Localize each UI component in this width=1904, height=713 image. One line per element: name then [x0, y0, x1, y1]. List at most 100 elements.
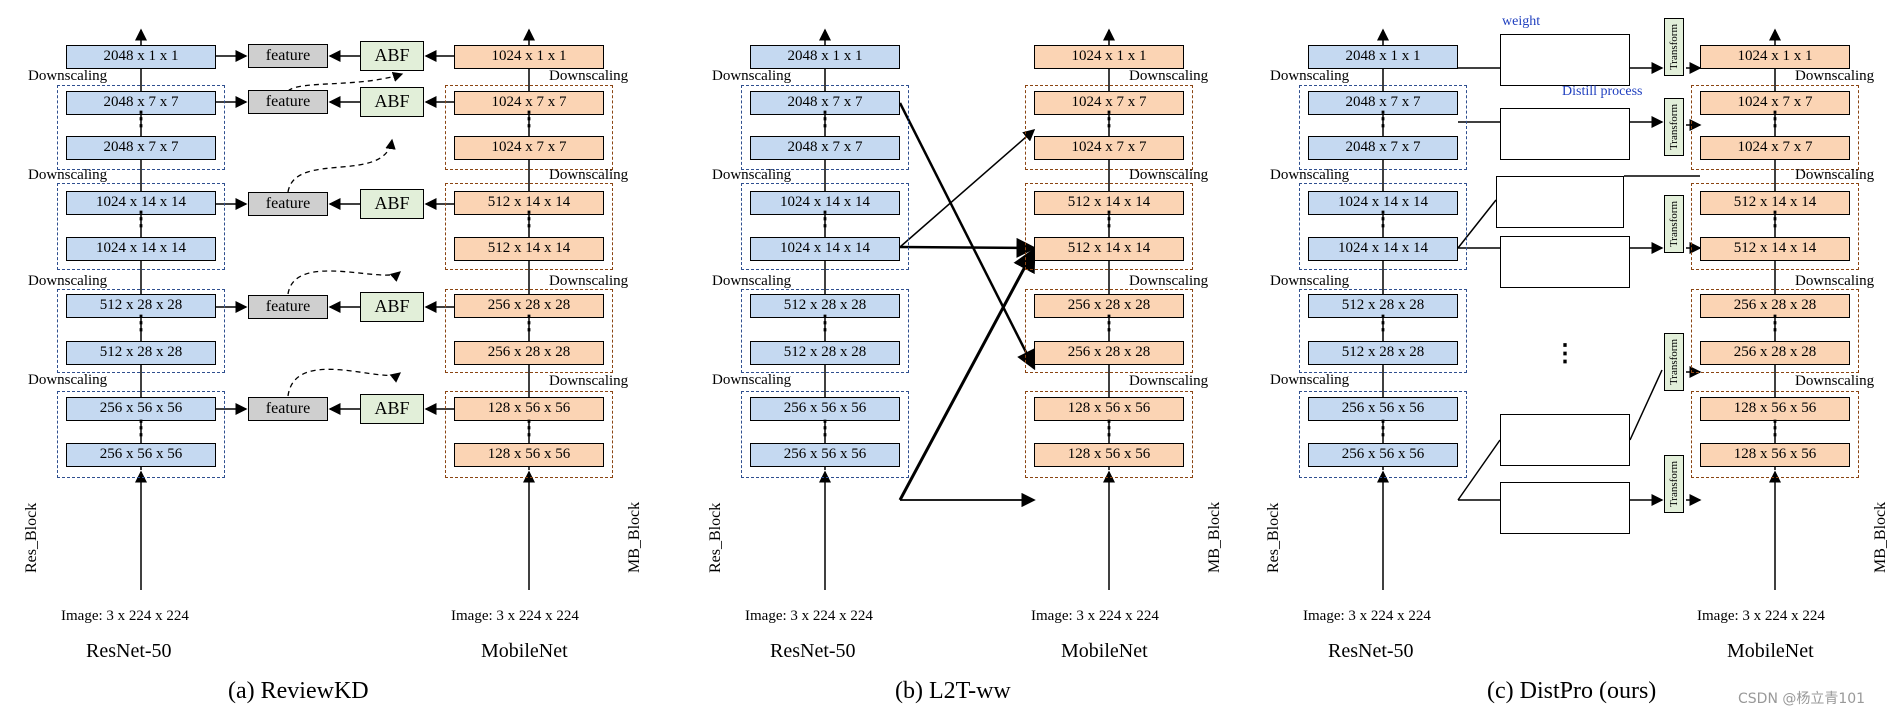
teacher-to-curve-line	[1457, 439, 1501, 501]
weight-axis-label: weight	[1502, 14, 1541, 29]
ellipsis-dots: ⋮	[131, 208, 151, 230]
ellipsis-dots: ⋮	[1373, 312, 1393, 334]
resnet-feature-box: 2048 x 1 x 1	[750, 45, 900, 69]
downscaling-label: Downscaling	[1270, 167, 1350, 183]
mobilenet-feature-box: 1024 x 7 x 7	[1700, 91, 1850, 115]
downscaling-label: Downscaling	[549, 373, 629, 389]
downscaling-label: Downscaling	[28, 68, 108, 84]
weight-curve-plot	[1500, 108, 1630, 160]
mb-block-label: MB_Block	[626, 501, 643, 573]
resnet-feature-box: 1024 x 14 x 14	[1308, 191, 1458, 215]
mobilenet-feature-box: 1024 x 7 x 7	[1700, 136, 1850, 160]
abf-module: ABF	[360, 189, 424, 219]
resnet-feature-box: 1024 x 14 x 14	[750, 237, 900, 261]
dashed-review-arrow	[287, 138, 396, 193]
abf-module: ABF	[360, 394, 424, 424]
resnet-feature-box: 512 x 28 x 28	[66, 294, 216, 318]
ellipsis-dots: ⋮	[1765, 312, 1785, 334]
teacher-net-label: ResNet-50	[86, 640, 172, 662]
resnet-feature-box: 2048 x 7 x 7	[750, 91, 900, 115]
res-block-group	[741, 183, 909, 270]
ellipsis-dots: ⋮	[1099, 208, 1119, 230]
student-net-label: MobileNet	[481, 640, 568, 662]
mobilenet-feature-box: 1024 x 7 x 7	[454, 91, 604, 115]
mobilenet-feature-box: 1024 x 7 x 7	[1034, 91, 1184, 115]
ellipsis-dots: ⋮	[1099, 108, 1119, 130]
ellipsis-dots: ⋮	[815, 417, 835, 439]
student-net-label: MobileNet	[1061, 640, 1148, 662]
feature-box: feature	[248, 295, 328, 319]
weight-curve-plot	[1500, 414, 1630, 466]
mobilenet-feature-box: 1024 x 1 x 1	[1034, 45, 1184, 69]
downscaling-label: Downscaling	[1129, 68, 1209, 84]
mobilenet-feature-box: 512 x 14 x 14	[1034, 237, 1184, 261]
mobilenet-feature-box: 512 x 14 x 14	[1034, 191, 1184, 215]
weight-curve-plot	[1496, 176, 1624, 228]
dashed-review-arrow	[287, 368, 402, 397]
mb-block-group	[1025, 183, 1193, 270]
mb-block-label: MB_Block	[1872, 501, 1889, 573]
mobilenet-feature-box: 1024 x 7 x 7	[454, 136, 604, 160]
ellipsis-dots: ⋮	[1373, 208, 1393, 230]
resnet-feature-box: 2048 x 7 x 7	[66, 91, 216, 115]
curve-to-transform-line	[1629, 369, 1663, 441]
res-block-group	[1299, 289, 1467, 373]
res-block-group	[1299, 183, 1467, 270]
downscaling-label: Downscaling	[712, 167, 792, 183]
mobilenet-feature-box: 1024 x 7 x 7	[1034, 136, 1184, 160]
downscaling-label: Downscaling	[712, 372, 792, 388]
mobilenet-feature-box: 1024 x 1 x 1	[454, 45, 604, 69]
mobilenet-feature-box: 512 x 14 x 14	[454, 191, 604, 215]
resnet-feature-box: 2048 x 1 x 1	[1308, 45, 1458, 69]
transfer-link	[899, 129, 1036, 248]
res-block-group	[57, 183, 225, 270]
panel-caption: (c) DistPro (ours)	[1487, 678, 1657, 704]
downscaling-label: Downscaling	[712, 68, 792, 84]
ellipsis-dots: ⋮	[815, 208, 835, 230]
downscaling-label: Downscaling	[1270, 68, 1350, 84]
transform-label: Transform	[1668, 103, 1680, 151]
mobilenet-feature-box: 1024 x 1 x 1	[1700, 45, 1850, 69]
transform-label: Transform	[1668, 200, 1680, 248]
mobilenet-feature-box: 256 x 28 x 28	[454, 294, 604, 318]
downscaling-label: Downscaling	[1795, 273, 1875, 289]
ellipsis-dots: ⋮	[1765, 108, 1785, 130]
panel-caption: (a) ReviewKD	[228, 678, 369, 704]
ellipsis-dots: ⋮	[519, 417, 539, 439]
abf-module: ABF	[360, 87, 424, 117]
resnet-feature-box: 256 x 56 x 56	[1308, 443, 1458, 467]
teacher-to-curve-line	[1457, 199, 1497, 249]
mobilenet-feature-box: 256 x 28 x 28	[1700, 341, 1850, 365]
mobilenet-feature-box: 128 x 56 x 56	[1034, 443, 1184, 467]
teacher-net-label: ResNet-50	[1328, 640, 1414, 662]
mobilenet-feature-box: 128 x 56 x 56	[1700, 397, 1850, 421]
input-image-label: Image: 3 x 224 x 224	[1031, 608, 1159, 624]
weight-curve-plot	[1500, 236, 1630, 288]
transfer-link-bold	[899, 237, 1037, 258]
res-block-group	[1299, 85, 1467, 170]
mobilenet-feature-box: 512 x 14 x 14	[454, 237, 604, 261]
transform-module: Transform	[1664, 98, 1684, 156]
mobilenet-feature-box: 256 x 28 x 28	[454, 341, 604, 365]
panel-caption: (b) L2T-ww	[895, 678, 1011, 704]
downscaling-label: Downscaling	[549, 167, 629, 183]
ellipsis-dots: ⋮	[1373, 108, 1393, 130]
res-block-group	[741, 289, 909, 373]
res-block-label: Res_Block	[23, 502, 40, 573]
resnet-feature-box: 2048 x 1 x 1	[66, 45, 216, 69]
downscaling-label: Downscaling	[28, 273, 108, 289]
ellipsis-dots: ⋮	[131, 108, 151, 130]
transform-label: Transform	[1668, 338, 1680, 386]
mb-block-group	[1691, 183, 1859, 270]
mb-block-group	[445, 85, 613, 170]
resnet-feature-box: 256 x 56 x 56	[1308, 397, 1458, 421]
mobilenet-feature-box: 128 x 56 x 56	[454, 397, 604, 421]
mb-block-group	[445, 289, 613, 373]
mb-block-group	[445, 391, 613, 478]
ellipsis-dots: ⋮	[519, 108, 539, 130]
weight-curve-plot	[1500, 482, 1630, 534]
mb-block-group	[1691, 391, 1859, 478]
feature-box: feature	[248, 44, 328, 68]
resnet-feature-box: 512 x 28 x 28	[750, 341, 900, 365]
